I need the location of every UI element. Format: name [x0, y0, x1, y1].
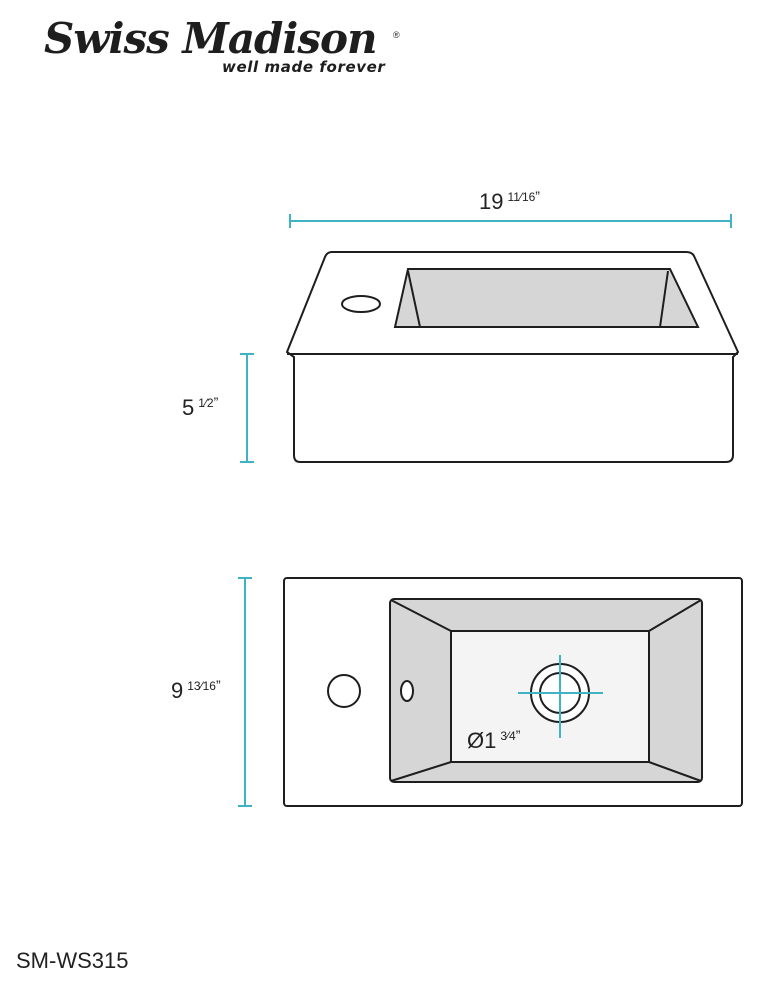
top-view — [283, 577, 743, 807]
height-dimension-line — [240, 353, 254, 463]
brand-name: Swiss Madison — [44, 14, 378, 63]
depth-dimension-line — [238, 577, 252, 807]
model-number: SM-WS315 — [16, 948, 129, 973]
width-dimension-line — [289, 214, 732, 228]
brand-tagline: well made forever — [222, 58, 386, 76]
brand-logo: Swiss Madison ® well made forever — [44, 14, 404, 84]
registered-mark: ® — [393, 30, 400, 40]
overflow-hole-icon — [400, 680, 414, 702]
drain-crosshair — [518, 655, 603, 738]
faucet-hole-icon — [327, 674, 361, 708]
front-view — [285, 251, 740, 463]
